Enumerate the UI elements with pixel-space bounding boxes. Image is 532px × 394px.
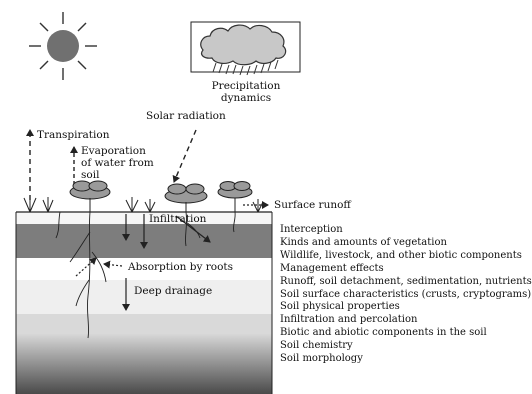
- factor-list: Interception Kinds and amounts of vegeta…: [280, 224, 532, 366]
- factor-item: Soil chemistry: [280, 340, 532, 353]
- evaporation-label: Evaporation of water from soil: [81, 145, 154, 181]
- factor-item: Management effects: [280, 263, 532, 276]
- absorption-label: Absorption by roots: [128, 261, 233, 273]
- infiltration-label: Infiltration: [149, 213, 206, 225]
- surface-runoff-label: Surface runoff: [274, 199, 351, 211]
- factor-item: Kinds and amounts of vegetation: [280, 237, 532, 250]
- factor-item: Biotic and abiotic components in the soi…: [280, 327, 532, 340]
- precipitation-label: Precipitation dynamics: [211, 80, 281, 104]
- factor-item: Runoff, soil detachment, sedimentation, …: [280, 276, 532, 289]
- factor-item: Soil physical properties: [280, 301, 532, 314]
- factor-item: Infiltration and percolation: [280, 314, 532, 327]
- deep-drainage-label: Deep drainage: [134, 285, 212, 297]
- transpiration-label: Transpiration: [37, 129, 109, 141]
- factor-item: Wildlife, livestock, and other biotic co…: [280, 250, 532, 263]
- factor-item: Soil surface characteristics (crusts, cr…: [280, 289, 532, 302]
- vegetation: [24, 181, 263, 212]
- solar-radiation-label: Solar radiation: [146, 110, 226, 122]
- factor-item: Interception: [280, 224, 532, 237]
- solar-radiation-arrow: [174, 130, 196, 182]
- sun-icon: [29, 12, 97, 80]
- factor-item: Soil morphology: [280, 353, 532, 366]
- cloud-icon: [191, 22, 300, 75]
